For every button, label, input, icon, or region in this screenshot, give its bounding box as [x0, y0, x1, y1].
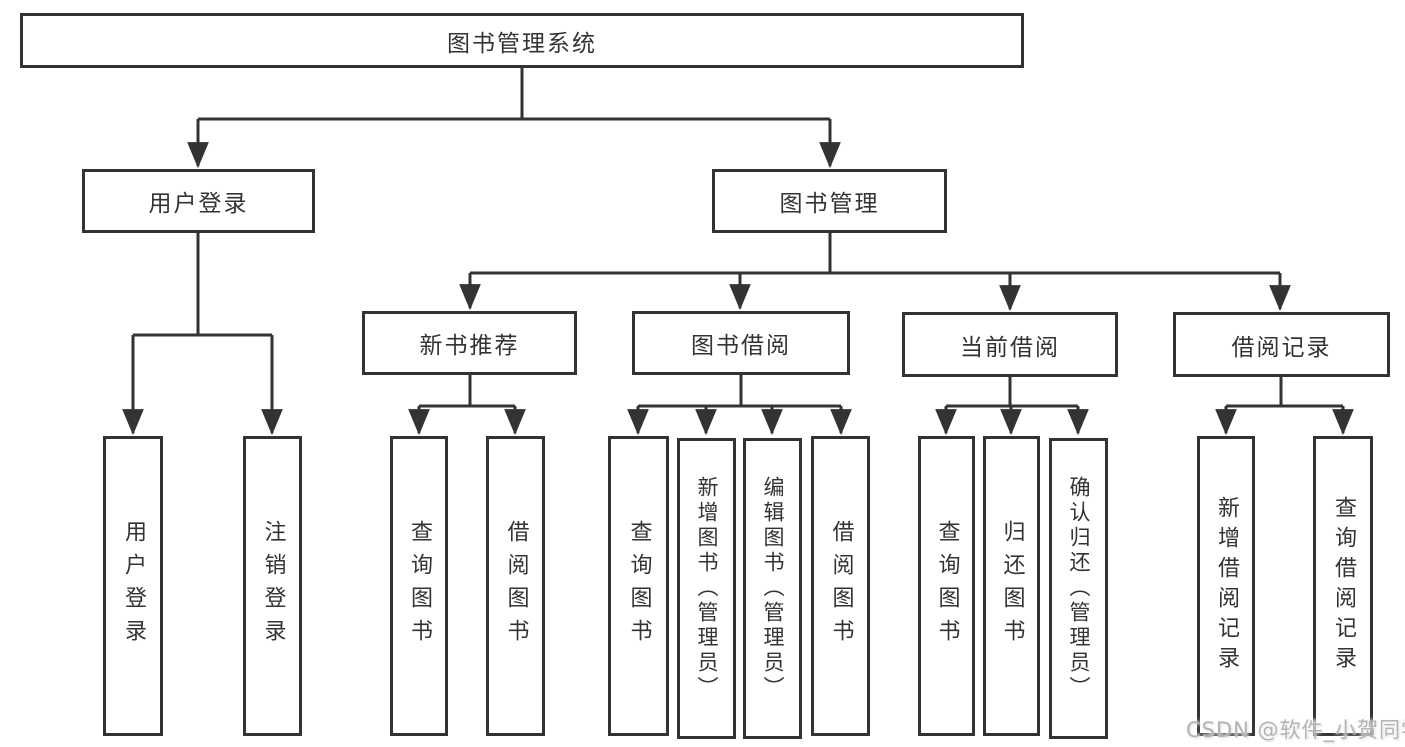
csdn-watermark: CSDN @软件_小贺同学 — [1186, 718, 1405, 742]
leaf-add-books-admin: 新增图书（管理员） — [677, 438, 736, 739]
leaf-add-borrow-record: 新增借阅记录 — [1197, 436, 1255, 736]
node-library-management-system: 图书管理系统 — [20, 13, 1024, 68]
leaf-confirm-return-admin: 确认归还（管理员） — [1049, 438, 1108, 739]
leaf-query-borrow-record: 查询借阅记录 — [1313, 436, 1373, 736]
leaf-borrow-books: 借阅图书 — [811, 436, 870, 736]
leaf-logout: 注销登录 — [243, 436, 302, 736]
node-book-management: 图书管理 — [712, 169, 947, 233]
leaf-current-query-books: 查询图书 — [918, 436, 975, 736]
leaf-newbook-borrow-books: 借阅图书 — [486, 436, 545, 736]
leaf-newbook-query-books: 查询图书 — [390, 436, 448, 736]
leaf-return-books: 归还图书 — [983, 436, 1040, 736]
node-book-borrowing: 图书借阅 — [632, 311, 850, 375]
node-borrowing-records: 借阅记录 — [1173, 312, 1390, 377]
leaf-user-login: 用户登录 — [103, 436, 163, 736]
node-user-login: 用户登录 — [82, 169, 315, 233]
leaf-borrowing-query-books: 查询图书 — [608, 436, 669, 736]
node-new-book-recommendation: 新书推荐 — [362, 311, 577, 375]
leaf-edit-books-admin: 编辑图书（管理员） — [743, 438, 802, 739]
node-current-borrowing: 当前借阅 — [902, 312, 1118, 377]
